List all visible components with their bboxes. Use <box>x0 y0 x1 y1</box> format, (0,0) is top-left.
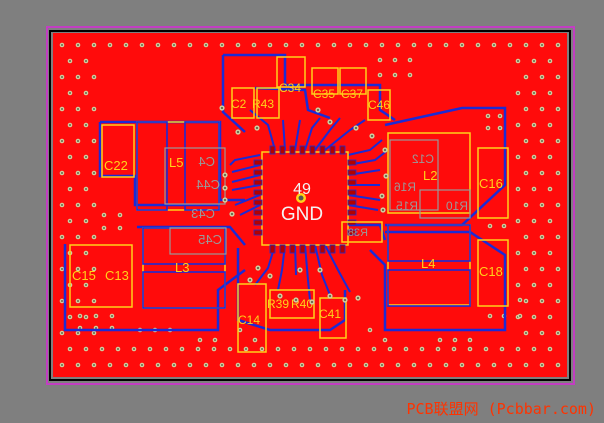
watermark: PCB联盟网 (Pcbbar.com) <box>406 400 597 418</box>
ic-pin <box>269 244 276 254</box>
ic-via-cluster <box>219 105 389 305</box>
ic-pin <box>299 244 306 254</box>
ic-pin <box>347 159 357 166</box>
ic-pin <box>319 244 326 254</box>
label-c16: C16 <box>479 176 503 191</box>
label-r10-bottom: R10 <box>446 199 468 213</box>
label-c44-bottom: C44 <box>196 177 220 192</box>
ic-pin <box>253 199 263 206</box>
keepout-border <box>49 30 571 381</box>
label-c34: C34 <box>279 81 301 95</box>
ic-pin <box>339 244 346 254</box>
via-field <box>59 42 561 368</box>
label-c4-bottom: C4 <box>198 154 215 169</box>
ic-pin <box>347 229 357 236</box>
qfn48-ic[interactable]: 49 GND <box>253 145 357 254</box>
center-pad-number: 49 <box>293 181 311 198</box>
ic-pin <box>253 189 263 196</box>
ic-pin <box>347 179 357 186</box>
ic-pin <box>347 189 357 196</box>
ic-pin <box>279 145 286 155</box>
ic-pin <box>289 145 296 155</box>
silkscreen-labels: C34 C35 C37 C46 C2 R43 C22 C16 C15 C13 C… <box>72 81 503 327</box>
ic-pin <box>253 229 263 236</box>
label-c35: C35 <box>313 87 335 101</box>
ic-pin <box>329 244 336 254</box>
ic-pin <box>347 169 357 176</box>
label-r16-bottom: R16 <box>394 180 416 194</box>
ic-pin <box>299 145 306 155</box>
ic-pin <box>339 145 346 155</box>
ic-pin <box>309 145 316 155</box>
ic-pin <box>309 244 316 254</box>
label-c45-bottom: C45 <box>198 232 222 247</box>
ic-pin <box>279 244 286 254</box>
label-l3: L3 <box>175 260 189 275</box>
ic-pin <box>253 159 263 166</box>
label-l2: L2 <box>423 168 437 183</box>
label-l4: L4 <box>421 256 435 271</box>
ic-pin <box>269 145 276 155</box>
label-c2: C2 <box>231 97 247 111</box>
label-c18: C18 <box>479 264 503 279</box>
capacitor-outlines <box>69 56 509 353</box>
label-r15-bottom: R15 <box>396 199 418 213</box>
ic-pin <box>329 145 336 155</box>
label-c22: C22 <box>104 158 128 173</box>
label-c41: C41 <box>319 307 341 321</box>
bottom-silk-outlines <box>164 139 471 255</box>
label-c46: C46 <box>368 98 390 112</box>
bottom-silk-labels: C44 C4 C43 C45 C12 R16 R10 R15 R38 <box>191 152 468 247</box>
label-c13: C13 <box>105 268 129 283</box>
ic-pin <box>289 244 296 254</box>
label-r38-bottom: R38 <box>348 227 368 239</box>
ic-pin <box>253 179 263 186</box>
label-l5: L5 <box>169 155 183 170</box>
ic-pin <box>253 219 263 226</box>
ic-pin <box>347 209 357 216</box>
ic-pin <box>347 199 357 206</box>
label-r43: R43 <box>252 97 274 111</box>
label-c37: C37 <box>341 87 363 101</box>
ic-pin <box>319 145 326 155</box>
ic-pin <box>253 209 263 216</box>
label-c12-bottom: C12 <box>412 152 434 166</box>
label-r39: R39 <box>267 297 289 311</box>
board-outline <box>46 26 575 385</box>
label-c14: C14 <box>238 313 260 327</box>
label-c43-bottom: C43 <box>191 206 215 221</box>
label-c15: C15 <box>72 268 96 283</box>
center-pad-net: GND <box>281 204 323 225</box>
ic-pin <box>253 169 263 176</box>
